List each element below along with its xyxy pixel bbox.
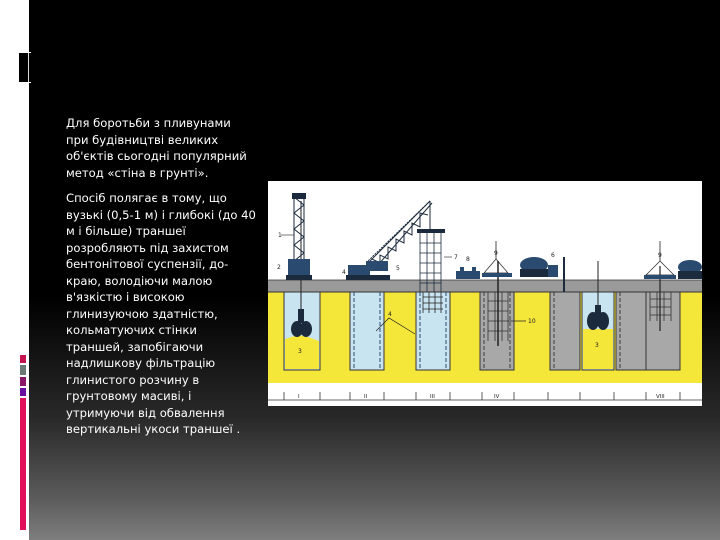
decorative-bar-crimson (20, 355, 26, 363)
paragraph-intro: Для боротьби з пливунами при будівництві… (66, 116, 247, 180)
svg-text:2: 2 (277, 264, 281, 271)
svg-text:8: 8 (466, 256, 470, 263)
svg-text:III: III (430, 394, 435, 400)
decorative-bar-gray (20, 365, 26, 375)
svg-text:1: 1 (278, 232, 282, 239)
decorative-bar-purple (20, 388, 26, 396)
decorative-bracket (17, 52, 31, 83)
svg-text:4: 4 (342, 269, 346, 276)
svg-text:VIII: VIII (656, 394, 665, 400)
slide-text: Для боротьби з пливунами при будівництві… (66, 115, 256, 447)
svg-text:IV: IV (494, 394, 500, 400)
svg-text:10: 10 (528, 318, 536, 325)
slurry-wall-diagram: 3 4 10 (268, 181, 702, 406)
svg-text:3: 3 (595, 342, 599, 349)
decorative-bar-pink (20, 398, 26, 530)
svg-text:I: I (298, 394, 300, 400)
decorative-bar-plum (20, 377, 26, 386)
svg-text:9: 9 (494, 250, 498, 257)
svg-text:7: 7 (454, 254, 458, 261)
svg-text:3: 3 (298, 348, 302, 355)
svg-text:II: II (364, 394, 368, 400)
svg-text:4: 4 (388, 311, 392, 318)
svg-text:9: 9 (658, 252, 662, 259)
svg-text:5: 5 (396, 265, 400, 272)
svg-text:6: 6 (551, 252, 555, 259)
paragraph-method: Спосіб полягає в тому, що вузькі (0,5-1 … (66, 191, 256, 436)
